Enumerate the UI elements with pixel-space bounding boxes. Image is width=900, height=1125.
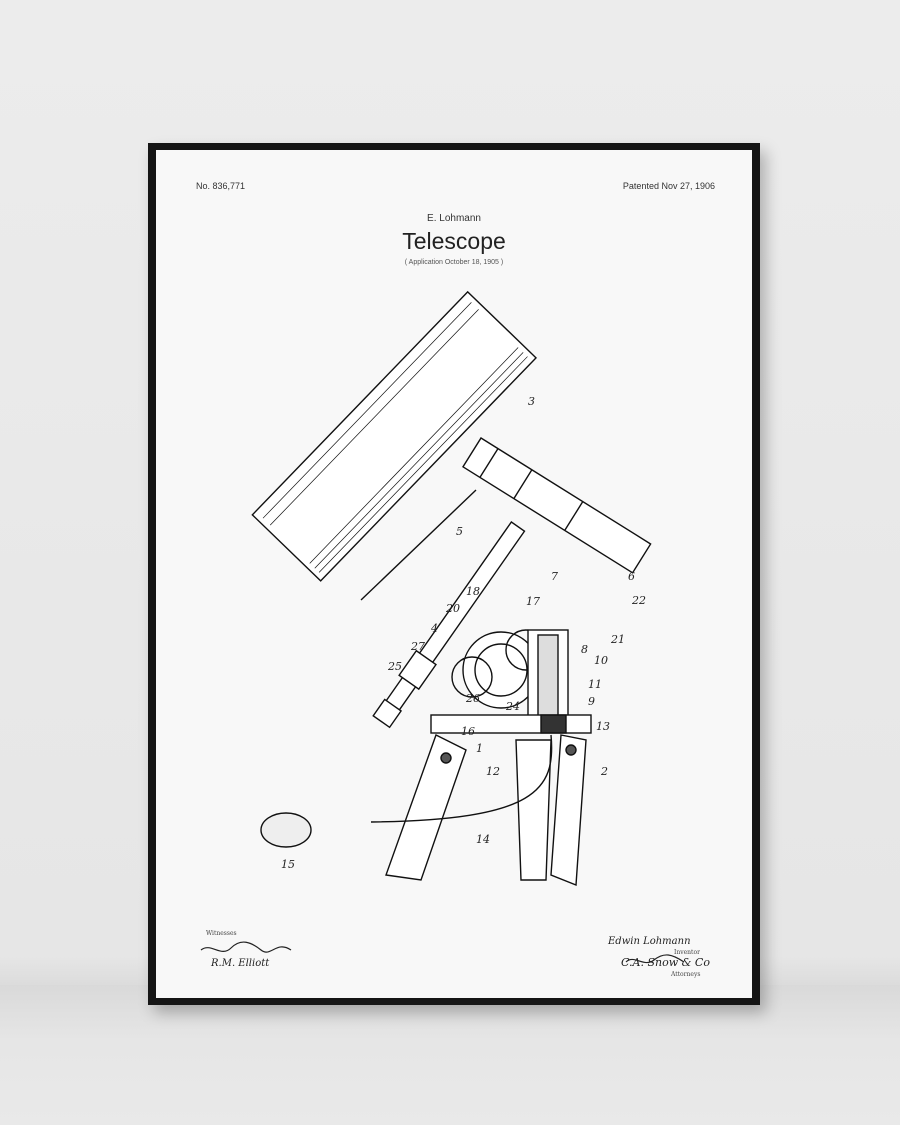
label-3: 3 — [528, 395, 535, 408]
label-4: 4 — [430, 622, 438, 635]
label-14: 14 — [476, 833, 490, 846]
mount-head — [430, 714, 592, 734]
label-24: 24 — [505, 700, 520, 713]
inventor-signature-strokes — [625, 954, 685, 964]
telescope-tube — [251, 290, 538, 582]
label-20: 20 — [445, 602, 460, 615]
reference-numerals: 3 5 6 22 21 8 7 17 18 20 4 27 25 26 24 1… — [281, 395, 646, 871]
label-22: 22 — [631, 594, 646, 607]
label-26: 26 — [465, 692, 480, 705]
label-13: 13 — [596, 720, 610, 733]
air-hose — [370, 734, 553, 823]
label-2: 2 — [600, 765, 608, 778]
label-5: 5 — [456, 525, 463, 538]
label-8: 8 — [581, 643, 588, 656]
air-bulb — [260, 812, 312, 848]
attorneys-label: Attorneys — [671, 971, 701, 978]
patented-date: Patented Nov 27, 1906 — [622, 181, 715, 191]
label-1: 1 — [476, 742, 483, 755]
label-16: 16 — [461, 725, 475, 738]
inventor-signature: Edwin Lohmann — [608, 936, 691, 947]
inventor-label: Inventor — [674, 949, 700, 956]
label-11: 11 — [588, 678, 602, 691]
tripod-leg-right — [550, 734, 587, 887]
finder-rod — [360, 489, 477, 601]
label-9: 9 — [588, 695, 595, 708]
label-21: 21 — [610, 633, 625, 646]
label-10: 10 — [594, 654, 608, 667]
telescope-drawing: 3 5 6 22 21 8 7 17 18 20 4 27 25 26 24 1… — [200, 290, 685, 964]
label-25: 25 — [387, 660, 402, 673]
label-18: 18 — [466, 585, 480, 598]
label-6: 6 — [628, 570, 635, 583]
tripod-leg-left — [385, 734, 467, 881]
inventor-name: E. Lohmann — [427, 213, 481, 224]
witness-signature: R.M. Elliott — [211, 958, 270, 969]
label-15: 15 — [281, 858, 295, 871]
polar-axis — [372, 521, 526, 729]
witness-signature-strokes — [200, 941, 292, 953]
floor — [0, 985, 900, 1125]
poster-title: Telescope — [402, 228, 506, 254]
application-date: ( Application October 18, 1905 ) — [404, 259, 504, 266]
label-7: 7 — [551, 570, 558, 583]
label-12: 12 — [486, 765, 500, 778]
label-17: 17 — [526, 595, 540, 608]
poster-frame: No. 836,771 Patented Nov 27, 1906 E. Loh… — [148, 143, 760, 1005]
tripod-leg-center — [515, 739, 552, 881]
patent-poster: No. 836,771 Patented Nov 27, 1906 E. Loh… — [156, 150, 752, 998]
label-27: 27 — [410, 640, 425, 653]
attorney-signature: C.A. Snow & Co — [621, 956, 710, 969]
declination-axis — [462, 437, 652, 574]
witnesses-label: Witnesses — [206, 930, 237, 937]
patent-number: No. 836,771 — [196, 181, 246, 191]
